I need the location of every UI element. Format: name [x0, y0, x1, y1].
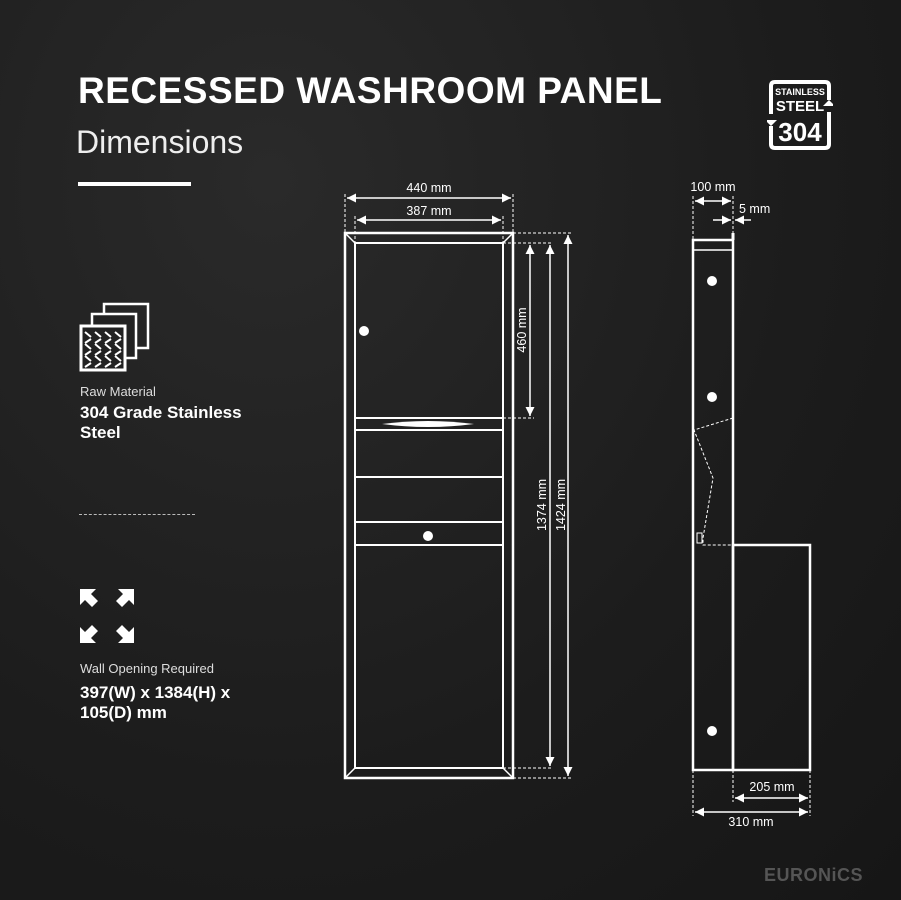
- spec-value-line: 304 Grade Stainless: [80, 403, 242, 422]
- stainless-sheets-icon: [79, 302, 151, 374]
- dim-height-outer: 1424 mm: [554, 479, 568, 531]
- title-underline: [78, 182, 191, 186]
- dim-total-depth: 310 mm: [728, 815, 773, 829]
- side-view: [691, 196, 812, 817]
- divider: [79, 514, 195, 515]
- page-title: RECESSED WASHROOM PANEL: [78, 70, 663, 111]
- svg-text:STEEL: STEEL: [776, 98, 824, 115]
- page-subtitle: Dimensions: [76, 124, 244, 160]
- spec-value-line: 105(D) mm: [80, 703, 167, 722]
- spec-label-raw-material: Raw Material: [80, 384, 156, 399]
- spec-value-wall-opening: 397(W) x 1384(H) x 105(D) mm: [80, 683, 230, 723]
- dim-width-inner: 387 mm: [406, 204, 451, 218]
- dim-width-outer: 440 mm: [406, 181, 451, 195]
- svg-text:304: 304: [778, 117, 822, 147]
- dim-height-upper: 460 mm: [515, 307, 529, 352]
- dim-bin-depth: 205 mm: [749, 780, 794, 794]
- spec-value-line: Steel: [80, 423, 121, 442]
- brand-logo: EURONiCS: [763, 865, 863, 885]
- expand-arrows-icon: [80, 589, 134, 643]
- spec-value-raw-material: 304 Grade Stainless Steel: [80, 403, 242, 443]
- stainless-steel-304-badge: STAINLESS STEEL 304: [765, 78, 835, 152]
- dim-depth: 100 mm: [690, 180, 735, 194]
- dim-height-inner: 1374 mm: [535, 479, 549, 531]
- svg-text:STAINLESS: STAINLESS: [775, 87, 825, 97]
- dim-flange: 5 mm: [739, 202, 770, 216]
- spec-value-line: 397(W) x 1384(H) x: [80, 683, 231, 702]
- spec-label-wall-opening: Wall Opening Required: [80, 661, 214, 676]
- front-view: [343, 193, 573, 780]
